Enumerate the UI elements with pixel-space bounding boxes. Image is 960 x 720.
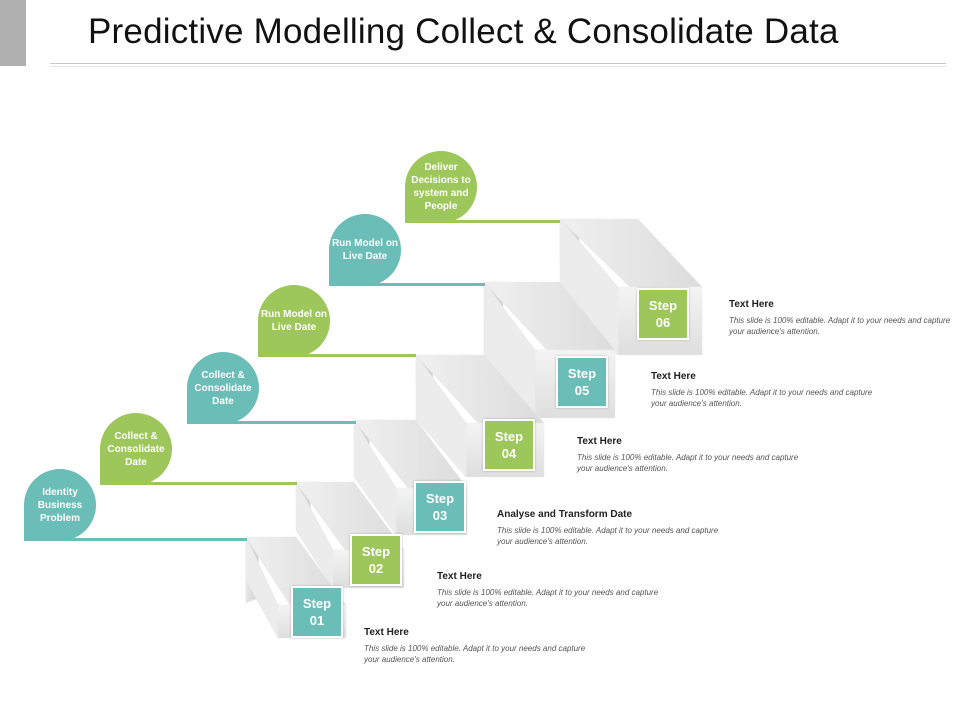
stage-bubble-5: Run Model on Live Date <box>329 214 401 286</box>
stair-shade-face-4 <box>415 354 467 478</box>
step-badge-3: Step 03 <box>414 481 466 533</box>
page-title: Predictive Modelling Collect & Consolida… <box>88 12 839 51</box>
step-badge-2: Step 02 <box>350 534 402 586</box>
stage-bubble-2: Collect & Consolidate Date <box>100 413 172 485</box>
step-heading: Text Here <box>364 627 409 638</box>
stage-bubble-label: Identity Business Problem <box>37 486 83 524</box>
connector-line-6 <box>441 220 560 223</box>
stair-shade-face-6 <box>559 218 619 356</box>
step-body-text: This slide is 100% editable. Adapt it to… <box>497 526 719 546</box>
step-word: Step <box>425 491 455 506</box>
stage-bubble-1: Identity Business Problem <box>24 469 96 541</box>
step-number: 02 <box>368 561 384 576</box>
stage-bubble-label: Collect & Consolidate Date <box>107 430 165 468</box>
step-number: 04 <box>501 446 517 461</box>
step-word: Step <box>567 366 597 381</box>
step-number: 05 <box>574 383 590 398</box>
step-heading: Text Here <box>437 571 482 582</box>
step-heading: Text Here <box>651 371 696 382</box>
title-accent-bar <box>0 0 26 66</box>
stage-bubble-label: Run Model on Live Date <box>331 238 399 262</box>
stage-bubble-label: Deliver Decisions to system and People <box>411 162 471 212</box>
title-divider-shadow <box>50 66 946 67</box>
step-badge-1: Step 01 <box>291 586 343 638</box>
stage-bubble-3: Collect & Consolidate Date <box>187 352 259 424</box>
step-number: 01 <box>309 613 325 628</box>
step-body-text: This slide is 100% editable. Adapt it to… <box>577 453 799 473</box>
stage-bubble-label: Run Model on Live Date <box>260 309 328 333</box>
connector-line-2 <box>136 482 297 485</box>
connector-line-1 <box>60 538 247 541</box>
step-word: Step <box>648 298 678 313</box>
connector-line-5 <box>365 283 485 286</box>
step-heading: Text Here <box>577 436 622 447</box>
step-badge-5: Step 05 <box>556 356 608 408</box>
step-badge-4: Step 04 <box>483 419 535 471</box>
step-body-text: This slide is 100% editable. Adapt it to… <box>364 644 586 664</box>
step-body-text: This slide is 100% editable. Adapt it to… <box>437 588 659 608</box>
stage-bubble-6: Deliver Decisions to system and People <box>405 151 477 223</box>
step-word: Step <box>494 429 524 444</box>
connector-line-4 <box>294 354 416 357</box>
step-word: Step <box>302 596 332 611</box>
step-body-text: This slide is 100% editable. Adapt it to… <box>729 316 951 336</box>
stair-shade-face-1 <box>245 536 279 639</box>
step-word: Step <box>361 544 391 559</box>
stage-bubble-4: Run Model on Live Date <box>258 285 330 357</box>
step-body-text: This slide is 100% editable. Adapt it to… <box>651 388 873 408</box>
stage-bubble-label: Collect & Consolidate Date <box>194 369 252 407</box>
connector-line-3 <box>223 421 356 424</box>
title-divider <box>50 63 946 64</box>
step-heading: Analyse and Transform Date <box>497 509 633 520</box>
step-heading: Text Here <box>729 299 774 310</box>
step-badge-6: Step 06 <box>637 288 689 340</box>
step-number: 06 <box>655 315 671 330</box>
step-number: 03 <box>432 508 448 523</box>
